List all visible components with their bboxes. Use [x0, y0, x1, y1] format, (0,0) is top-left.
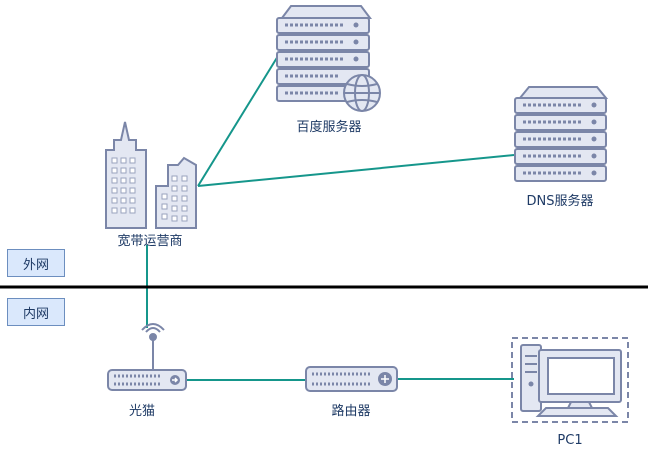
dns-server-vents: [523, 103, 583, 175]
isp-label: 宽带运营商: [117, 234, 183, 249]
baidu-server-label: 百度服务器: [296, 120, 362, 135]
zone-outer-label: 外网: [7, 249, 65, 277]
isp-building-icon: [105, 121, 197, 229]
link-isp-baidu: [197, 55, 279, 187]
router-label: 路由器: [331, 404, 371, 419]
baidu-server-vents: [285, 23, 345, 95]
pc-icon: [520, 344, 622, 417]
link-isp-dns: [197, 154, 515, 187]
dns-server-label: DNS服务器: [526, 194, 594, 209]
modem-label: 光猫: [128, 404, 156, 419]
zone-inner-label: 内网: [7, 298, 65, 326]
pc-label: PC1: [557, 433, 583, 448]
dns-server-icon: [514, 86, 609, 182]
globe-icon: [343, 74, 381, 112]
